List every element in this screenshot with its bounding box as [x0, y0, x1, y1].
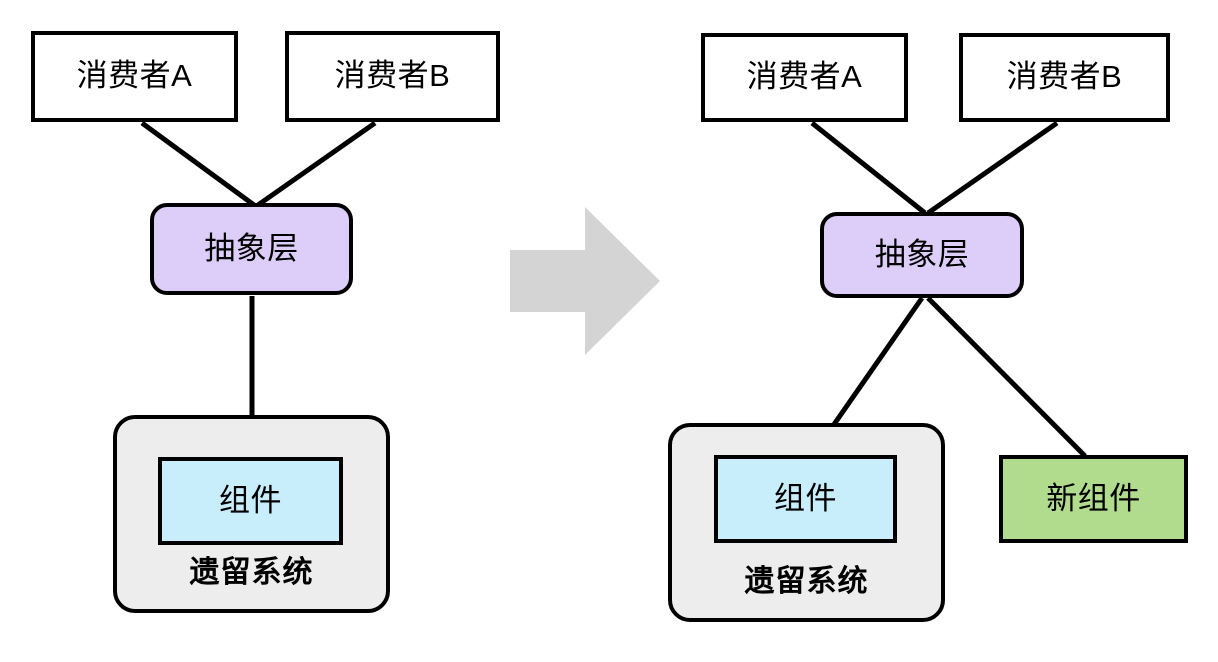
before-abstraction-layer-box[interactable]: 抽象层 [150, 203, 353, 295]
after-abstraction-layer-label: 抽象层 [874, 236, 970, 272]
before-consumer-a-label: 消费者A [76, 58, 193, 94]
after-new-component-box[interactable]: 新组件 [999, 455, 1188, 543]
after-component-label: 组件 [774, 480, 837, 516]
after-abstraction-layer-box[interactable]: 抽象层 [820, 212, 1024, 298]
after-consumer-a-label: 消费者A [746, 59, 863, 95]
edge-abstraction-to-new-component-after [926, 296, 1087, 458]
right-arrow-icon [510, 207, 660, 355]
after-legacy-system-label: 遗留系统 [744, 565, 869, 598]
before-legacy-system-label: 遗留系统 [189, 556, 314, 589]
after-consumer-a-box[interactable]: 消费者A [701, 33, 908, 122]
after-consumer-b-box[interactable]: 消费者B [959, 33, 1170, 122]
before-consumer-b-label: 消费者B [334, 58, 451, 94]
before-consumer-a-box[interactable]: 消费者A [31, 31, 238, 122]
before-component-label: 组件 [219, 482, 282, 518]
before-abstraction-layer-label: 抽象层 [204, 230, 299, 266]
edge-consumer-a-to-abstraction-before [140, 120, 256, 208]
before-component-box[interactable]: 组件 [158, 457, 343, 545]
edge-consumer-a-to-abstraction-after [810, 121, 927, 215]
before-consumer-b-box[interactable]: 消费者B [285, 31, 500, 122]
edge-consumer-b-to-abstraction-before [256, 120, 377, 208]
edge-consumer-b-to-abstraction-after [926, 120, 1059, 216]
after-consumer-b-label: 消费者B [1006, 59, 1123, 95]
after-component-box[interactable]: 组件 [714, 455, 897, 543]
after-new-component-label: 新组件 [1046, 480, 1141, 516]
